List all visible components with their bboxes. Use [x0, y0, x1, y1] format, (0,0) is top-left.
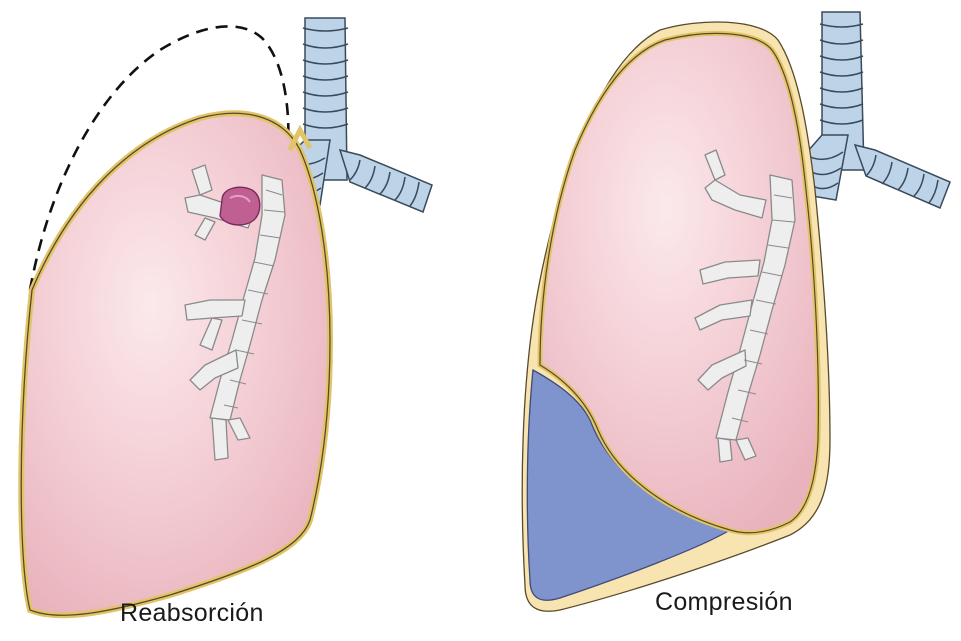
- caption-reabsorcion: Reabsorción: [120, 599, 264, 628]
- trachea-right: [800, 12, 950, 208]
- lung-collapsed-resorption: [21, 113, 330, 615]
- caption-compresion: Compresión: [655, 588, 793, 617]
- panel-compresion: [522, 12, 950, 611]
- panel-reabsorcion: [21, 18, 432, 615]
- mucus-plug-icon: [220, 187, 260, 225]
